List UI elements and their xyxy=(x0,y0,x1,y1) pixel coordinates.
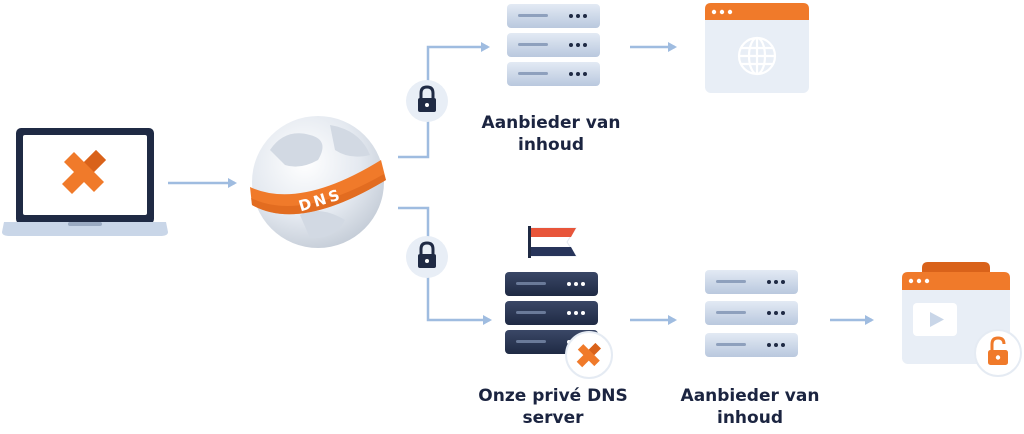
lock-icon xyxy=(406,80,448,122)
video-player-icon xyxy=(902,262,1010,364)
label-line: inhoud xyxy=(518,135,584,155)
laptop-icon xyxy=(2,128,168,236)
label-line: Onze privé DNS xyxy=(478,386,628,406)
label-line: inhoud xyxy=(717,408,783,428)
flag-nl-icon xyxy=(528,226,577,258)
server-icon xyxy=(705,270,798,357)
globe-dns-icon: DNS xyxy=(250,116,386,248)
unlock-icon xyxy=(974,329,1022,377)
server-icon xyxy=(505,272,613,379)
label-private-dns-server: Onze privé DNS server xyxy=(463,385,643,429)
label-line: server xyxy=(522,408,584,428)
browser-globe-icon xyxy=(705,3,809,93)
label-line: Aanbieder van xyxy=(680,386,820,406)
label-line: Aanbieder van xyxy=(481,113,621,133)
lock-icon xyxy=(406,236,448,278)
server-icon xyxy=(507,4,600,86)
label-content-provider-bottom: Aanbieder van inhoud xyxy=(665,385,835,429)
label-content-provider-top: Aanbieder van inhoud xyxy=(466,112,636,156)
